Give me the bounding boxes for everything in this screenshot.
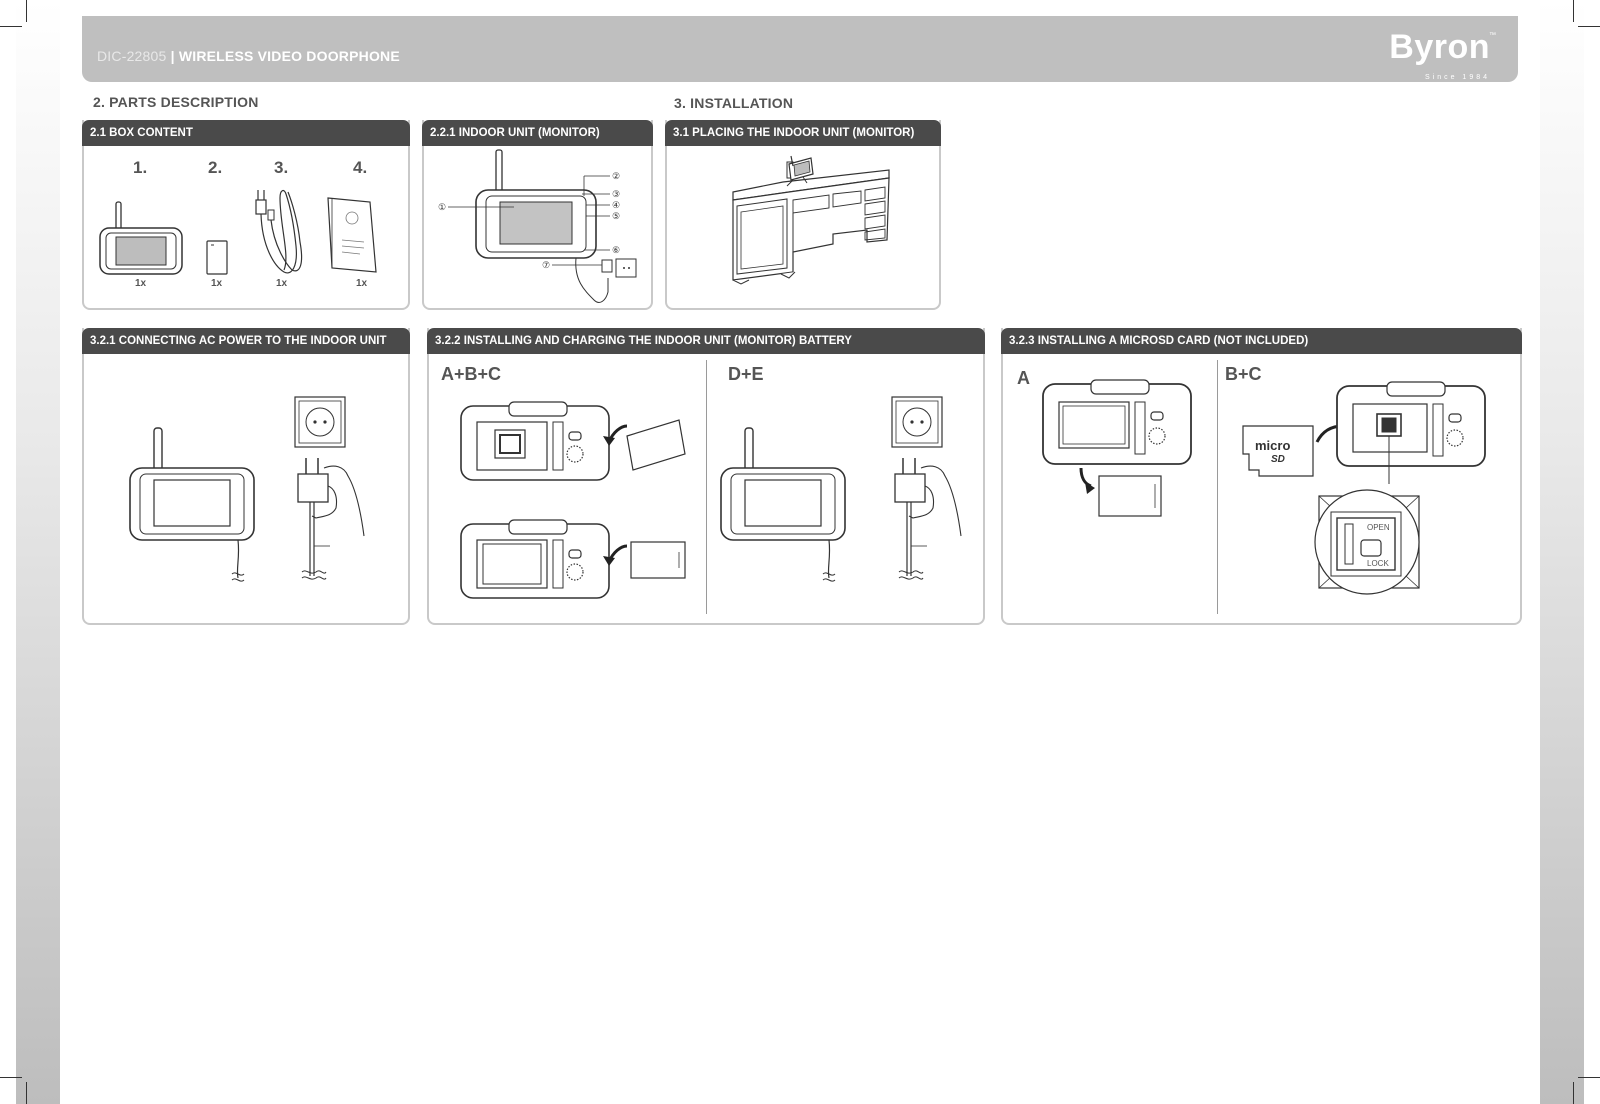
adapter-cable-icon [255, 189, 303, 274]
microsd-step-right: B+C [1225, 364, 1262, 384]
callout-7: ⑦ [542, 260, 550, 270]
ac-power-panel: 3.2.1 CONNECTING AC POWER TO THE INDOOR … [82, 328, 410, 625]
item-qty: 1x [276, 278, 288, 289]
model-separator: | [170, 48, 175, 64]
hand-plug-illustration [894, 458, 962, 580]
sd-open-label: OPEN [1367, 523, 1390, 532]
crop-mark [0, 26, 22, 27]
microsd-step-left: A [1017, 368, 1030, 388]
microsd-panel: 3.2.3 INSTALLING A MICROSD CARD (NOT INC… [1001, 328, 1522, 625]
callout-3: ③ [612, 189, 620, 199]
page-header: DIC-22805 | WIRELESS VIDEO DOORPHONE Byr… [82, 16, 1518, 82]
battery-step-right: D+E [728, 364, 764, 384]
indoor-unit-panel: 2.2.1 INDOOR UNIT (MONITOR) ① ② ③ ④ ⑤ ⑥ … [422, 120, 653, 310]
item-qty: 1x [356, 278, 368, 289]
box-content-title: 2.1 BOX CONTENT [82, 120, 410, 146]
monitor-back-open-illustration [460, 401, 686, 481]
monitor-diagram: ① ② ③ ④ ⑤ ⑥ ⑦ [438, 149, 637, 303]
item-qty: 1x [135, 278, 147, 289]
item-number: 4. [353, 158, 368, 177]
wall-socket-icon [891, 396, 943, 448]
desk-with-monitor-illustration [732, 155, 890, 285]
microsd-divider [1217, 360, 1218, 614]
monitor-back-battery-illustration [460, 519, 686, 599]
battery-panel: 3.2.2 INSTALLING AND CHARGING THE INDOOR… [427, 328, 985, 625]
callout-1: ① [438, 202, 446, 212]
hand-plug-illustration [297, 458, 365, 580]
item-number: 2. [208, 158, 223, 177]
manual-icon [327, 197, 377, 273]
brand-logo: Byron [1389, 28, 1490, 66]
callout-5: ⑤ [612, 211, 620, 221]
battery-icon [206, 240, 228, 275]
sd-lock-label: LOCK [1367, 559, 1389, 568]
monitor-back-cover-removal-illustration [1042, 379, 1192, 517]
callout-2: ② [612, 171, 620, 181]
crop-mark [0, 1077, 22, 1078]
item-qty: 1x [211, 278, 223, 289]
parts-description-title: 2. PARTS DESCRIPTION [93, 94, 259, 110]
model-code: DIC-22805 [97, 48, 167, 64]
monitor-front-illustration [129, 427, 255, 582]
header-model: DIC-22805 | WIRELESS VIDEO DOORPHONE [97, 48, 400, 64]
crop-mark [1573, 0, 1574, 22]
microsd-card-icon: micro SD [1242, 425, 1314, 477]
brand-since: Since 1984 [1424, 74, 1490, 81]
brand-trademark: ™ [1489, 32, 1496, 39]
battery-step-left: A+B+C [441, 364, 502, 384]
monitor-front-illustration [720, 427, 846, 582]
page-edge-left [16, 0, 60, 1104]
page-edge-right [1540, 0, 1584, 1104]
callout-6: ⑥ [612, 245, 620, 255]
placing-panel: 3.1 PLACING THE INDOOR UNIT (MONITOR) [665, 120, 941, 310]
monitor-icon [99, 201, 183, 275]
sd-slot-zoom-illustration: OPEN LOCK [1314, 489, 1420, 595]
crop-mark [26, 0, 27, 22]
item-number: 1. [133, 158, 148, 177]
crop-mark [1573, 1082, 1574, 1104]
microsd-card-label-bottom: SD [1271, 454, 1285, 465]
battery-divider [706, 360, 707, 614]
crop-mark [26, 1082, 27, 1104]
placing-title: 3.1 PLACING THE INDOOR UNIT (MONITOR) [665, 120, 941, 146]
ac-power-title: 3.2.1 CONNECTING AC POWER TO THE INDOOR … [82, 328, 410, 354]
wall-socket-icon [294, 396, 346, 448]
battery-title: 3.2.2 INSTALLING AND CHARGING THE INDOOR… [427, 328, 985, 354]
crop-mark [1578, 26, 1600, 27]
microsd-card-label-top: micro [1255, 438, 1290, 453]
microsd-title: 3.2.3 INSTALLING A MICROSD CARD (NOT INC… [1001, 328, 1522, 354]
monitor-back-sd-slot-illustration [1336, 381, 1486, 484]
product-name: WIRELESS VIDEO DOORPHONE [178, 48, 400, 64]
installation-title: 3. INSTALLATION [674, 95, 794, 111]
callout-4: ④ [612, 200, 620, 210]
item-number: 3. [274, 158, 289, 177]
box-content-panel: 2.1 BOX CONTENT 1. 2. 3. 4. 1x 1x 1x 1x [82, 120, 410, 310]
indoor-unit-title: 2.2.1 INDOOR UNIT (MONITOR) [422, 120, 653, 146]
crop-mark [1578, 1077, 1600, 1078]
